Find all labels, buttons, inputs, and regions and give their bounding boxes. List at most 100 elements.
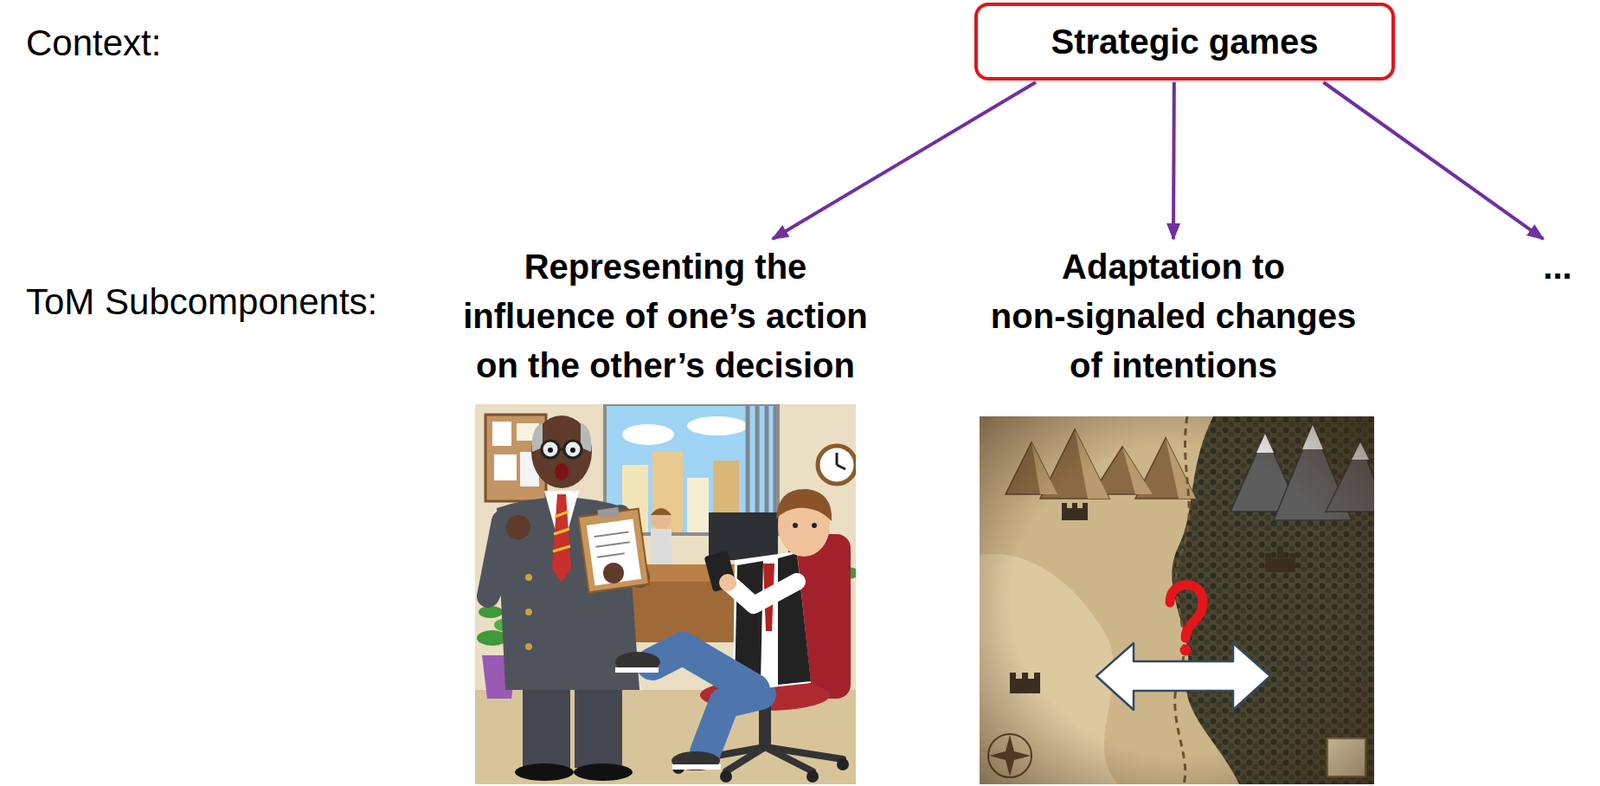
illustration-shape [541, 440, 560, 458]
illustration-shape [704, 550, 738, 592]
illustration-shape [836, 464, 846, 470]
illustration-shape [817, 445, 856, 484]
illustration-shape [492, 421, 512, 446]
illustration-shape [615, 667, 659, 673]
illustration-shape [806, 770, 819, 783]
illustration-shape [671, 751, 720, 771]
illustration-shape [650, 507, 672, 515]
row-label: ToM Subcomponents: [25, 280, 378, 324]
illustration-shape [1096, 642, 1271, 710]
illustration-shape [835, 452, 839, 465]
word: one’s [667, 296, 757, 335]
illustration-shape [506, 514, 531, 540]
row-label: Context: [25, 21, 161, 65]
word: other’s [589, 346, 705, 385]
illustration-shape [777, 552, 811, 685]
illustration-shape [726, 746, 765, 772]
word: the [527, 346, 580, 385]
illustration-shape [552, 494, 572, 583]
illustration-shape [525, 573, 533, 581]
illustration-shape [552, 546, 571, 552]
word: games [1208, 22, 1319, 61]
word: action [765, 296, 868, 335]
node-label: ... [1542, 242, 1572, 292]
word: the [754, 247, 807, 286]
word: of [1069, 346, 1103, 385]
connector-arrow [1171, 82, 1176, 239]
office-cartoon [475, 404, 856, 784]
illustration-shape [687, 416, 748, 436]
word: to [1252, 247, 1286, 286]
word: Adaptation [1061, 247, 1243, 286]
illustration-shape [1169, 584, 1203, 638]
illustration-shape [554, 511, 569, 517]
illustration-shape [554, 462, 569, 481]
illustration-shape [595, 541, 630, 547]
subcomponent-text: Adaptation to non-signaled changes of in… [978, 242, 1369, 391]
word: influence [462, 296, 616, 335]
illustration-shape [652, 648, 754, 690]
illustration-shape [494, 454, 517, 481]
illustration-shape [603, 562, 624, 584]
word: ... [1542, 247, 1572, 286]
connector-arrow [772, 82, 1036, 239]
illustration-shape [764, 746, 843, 759]
illustration-shape [719, 770, 733, 783]
illustration-shape [514, 763, 574, 781]
context-box: Strategic games [974, 2, 1395, 81]
illustration-shape [704, 550, 738, 592]
illustration-shape [719, 573, 737, 592]
illustration-shape [727, 581, 797, 605]
illustration-shape [792, 522, 798, 528]
subcomponent-text: Representing the influence of one’s acti… [456, 242, 875, 391]
fantasy-map [979, 416, 1375, 784]
illustration-shape [586, 519, 642, 586]
illustration-shape [650, 528, 672, 565]
node-label: Representing the influence of one’s acti… [456, 242, 875, 391]
node-label: Strategic games [1050, 17, 1318, 67]
word: Representing [524, 247, 746, 286]
illustration-shape [836, 758, 849, 771]
illustration-shape [597, 507, 619, 519]
word: changes [1215, 296, 1356, 335]
illustration-shape [553, 528, 570, 534]
illustration-shape [979, 416, 1375, 784]
illustration-shape [979, 416, 1375, 784]
illustration-shape [578, 504, 649, 593]
word: non-signaled [990, 296, 1207, 335]
word: Strategic [1050, 22, 1199, 61]
illustration-shape [552, 511, 571, 552]
illustration-shape [525, 608, 533, 616]
illustration-shape [578, 508, 649, 593]
illustration-shape [559, 448, 565, 451]
illustration-shape [570, 447, 576, 453]
word: on [475, 346, 519, 385]
illustration-shape [776, 488, 832, 521]
illustration-shape [594, 531, 632, 557]
illustration-shape [573, 763, 633, 781]
word: intentions [1111, 346, 1278, 385]
illustration-shape [672, 764, 721, 770]
illustration-shape [547, 447, 553, 453]
illustration-shape [811, 522, 817, 528]
illustration-shape [622, 424, 675, 445]
illustration-shape [1180, 644, 1192, 656]
illustration-shape [525, 642, 533, 650]
illustration-shape [522, 681, 571, 768]
illustration-shape [687, 477, 709, 534]
illustration-shape [574, 681, 623, 768]
illustration-shape [564, 440, 582, 458]
illustration-shape [478, 605, 503, 618]
word: of [624, 296, 658, 335]
more-subcomponents: ... [1542, 242, 1572, 292]
illustration-shape [475, 404, 856, 784]
connector-arrow [1323, 82, 1543, 239]
illustration-shape [615, 651, 661, 673]
illustration-shape [594, 531, 630, 537]
illustration-shape [650, 507, 672, 529]
word: decision [714, 346, 855, 385]
node-label: Adaptation to non-signaled changes of in… [978, 242, 1369, 391]
